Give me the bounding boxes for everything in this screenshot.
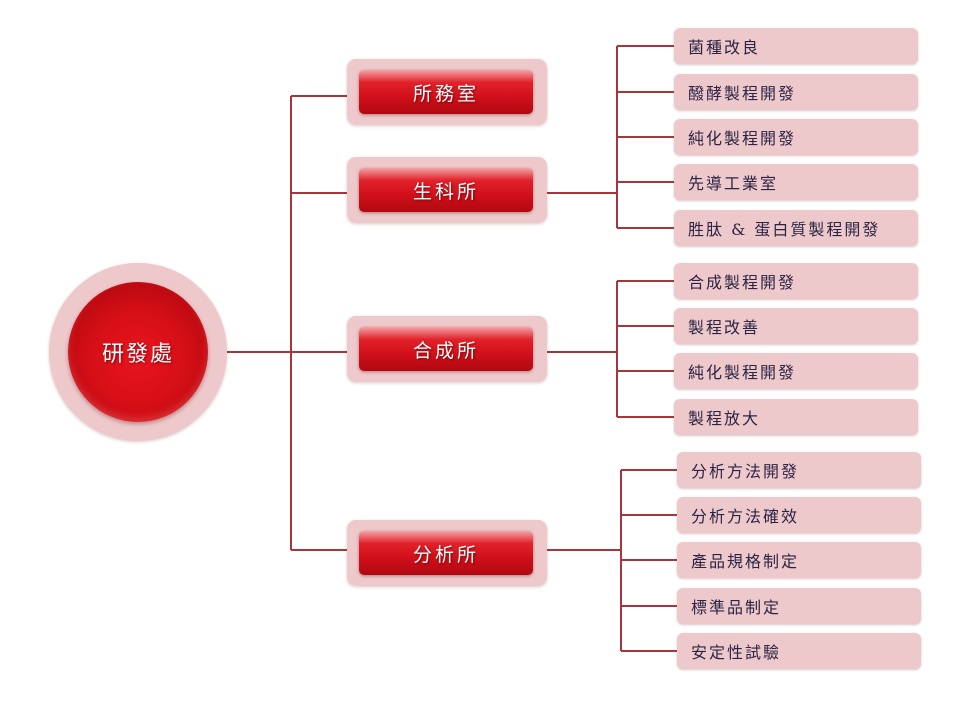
leaf-label: 標準品制定 <box>691 598 782 617</box>
leaf-label: 合成製程開發 <box>688 273 797 292</box>
leaf-node: 合成製程開發 <box>674 263 918 299</box>
leaf-label: 製程改善 <box>688 318 761 337</box>
leaf-node: 製程放大 <box>674 399 918 435</box>
leaf-label: 製程放大 <box>688 409 761 428</box>
leaf-label: 產品規格制定 <box>691 552 800 571</box>
leaf-node: 產品規格制定 <box>677 542 921 578</box>
leaf-node: 標準品制定 <box>677 588 921 624</box>
leaf-node: 分析方法開發 <box>677 452 921 488</box>
branch-label: 生科所 <box>412 180 479 203</box>
leaf-node: 胜肽 & 蛋白質製程開發 <box>674 210 918 246</box>
branch-label: 合成所 <box>412 339 479 362</box>
leaf-node: 純化製程開發 <box>674 119 918 155</box>
branch-node-core: 生科所 <box>359 168 533 212</box>
root-node-core: 研發處 <box>68 282 208 422</box>
root-label: 研發處 <box>101 342 174 367</box>
leaf-label: 分析方法開發 <box>691 462 800 481</box>
leaf-node: 分析方法確效 <box>677 497 921 533</box>
leaf-node: 純化製程開發 <box>674 353 918 389</box>
leaf-node: 菌種改良 <box>674 28 918 64</box>
leaf-label: 先導工業室 <box>688 174 779 193</box>
leaf-label: 醱酵製程開發 <box>688 84 797 103</box>
leaf-label: 分析方法確效 <box>691 507 800 526</box>
root-node: 研發處 <box>49 263 227 441</box>
branch-node-biotech: 生科所 <box>347 157 547 223</box>
branch-node-synthesis: 合成所 <box>347 316 547 382</box>
leaf-label: 菌種改良 <box>688 38 761 57</box>
branch-node-core: 分析所 <box>359 531 533 575</box>
leaf-node: 醱酵製程開發 <box>674 74 918 110</box>
branch-label: 分析所 <box>412 543 479 566</box>
leaf-node: 製程改善 <box>674 308 918 344</box>
leaf-label: 安定性試驗 <box>691 643 782 662</box>
branch-label: 所務室 <box>412 82 479 105</box>
branch-node-office: 所務室 <box>347 59 547 125</box>
leaf-label: 純化製程開發 <box>688 129 797 148</box>
leaf-label: 純化製程開發 <box>688 363 797 382</box>
leaf-label: 胜肽 & 蛋白質製程開發 <box>688 220 881 239</box>
leaf-node: 安定性試驗 <box>677 633 921 669</box>
branch-node-core: 所務室 <box>359 70 533 114</box>
branch-node-analysis: 分析所 <box>347 520 547 586</box>
branch-node-core: 合成所 <box>359 327 533 371</box>
leaf-node: 先導工業室 <box>674 164 918 200</box>
